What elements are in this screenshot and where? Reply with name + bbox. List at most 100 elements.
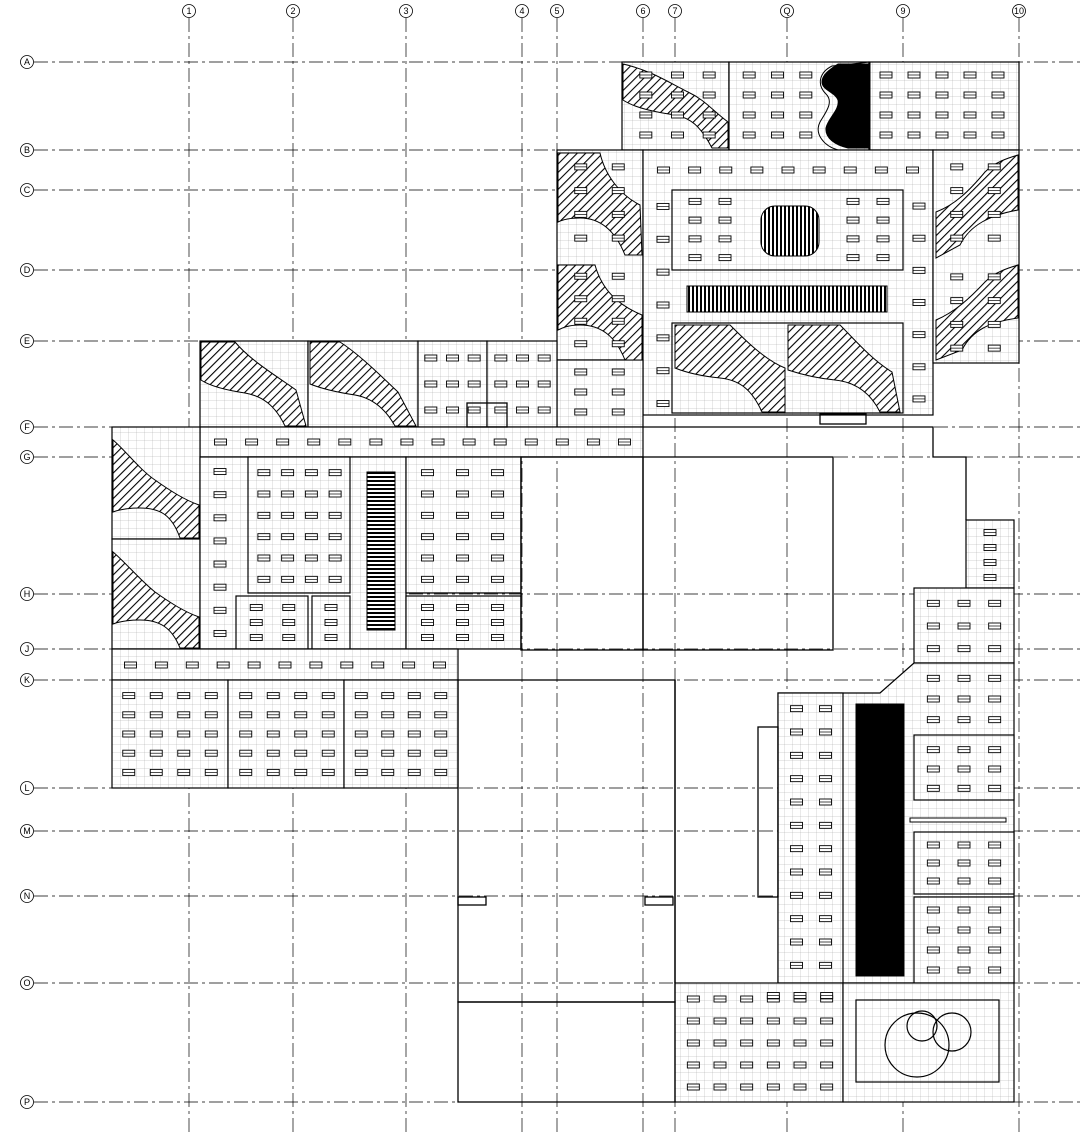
light-fixture — [907, 71, 921, 79]
light-fixture — [957, 674, 971, 682]
light-fixture — [328, 575, 342, 583]
light-fixture — [879, 111, 893, 119]
light-fixture — [177, 730, 191, 738]
light-fixture — [294, 749, 308, 757]
light-fixture — [574, 210, 588, 218]
light-fixture — [771, 111, 784, 119]
grid-row-label: G — [23, 452, 30, 462]
light-fixture — [702, 91, 716, 99]
light-fixture — [586, 438, 600, 446]
grid-column-label: 10 — [1014, 6, 1024, 16]
light-fixture — [713, 1017, 727, 1025]
light-fixture — [204, 768, 218, 776]
light-fixture — [790, 821, 803, 829]
light-fixture — [950, 210, 964, 218]
light-fixture — [491, 619, 504, 626]
light-fixture — [957, 695, 971, 703]
light-fixture — [407, 749, 421, 757]
light-fixture — [957, 599, 971, 607]
light-fixture — [294, 711, 308, 719]
light-fixture — [456, 619, 469, 626]
light-fixture — [574, 234, 588, 242]
light-fixture — [516, 354, 529, 362]
light-fixture — [950, 163, 964, 171]
light-fixture — [819, 775, 832, 783]
grid-column-label: 7 — [672, 6, 677, 16]
light-fixture — [819, 821, 832, 829]
grid-row-bubble — [20, 587, 34, 601]
light-fixture — [239, 768, 253, 776]
light-fixture — [926, 746, 940, 754]
light-fixture — [935, 91, 949, 99]
light-fixture — [790, 798, 803, 806]
light-fixture — [988, 906, 1002, 914]
striped-feature — [686, 285, 888, 313]
light-fixture — [819, 938, 832, 946]
light-fixture — [819, 868, 832, 876]
grid-row-label: D — [24, 265, 31, 275]
light-fixture — [294, 768, 308, 776]
light-fixture — [421, 619, 434, 626]
circle-feature-frame — [855, 999, 1000, 1083]
hatched-area — [674, 324, 786, 413]
light-fixture — [820, 1083, 834, 1091]
light-fixture — [983, 529, 997, 536]
light-fixture — [328, 533, 342, 541]
light-fixture — [257, 575, 271, 583]
light-fixture — [988, 784, 1002, 792]
light-fixture — [988, 645, 1002, 653]
ceiling-room — [235, 595, 309, 650]
light-fixture — [304, 554, 318, 562]
light-fixture — [213, 606, 227, 614]
light-fixture — [281, 469, 295, 477]
light-fixture — [876, 197, 890, 205]
light-fixture — [424, 380, 438, 388]
striped-features — [366, 205, 1007, 977]
hatched-area — [557, 152, 643, 256]
grid-row-label: C — [24, 185, 31, 195]
light-fixture — [574, 317, 588, 325]
grid-row-bubble — [20, 263, 34, 277]
light-fixture — [799, 71, 813, 79]
light-fixture — [793, 1061, 807, 1069]
light-fixture — [278, 661, 292, 669]
light-fixture — [793, 1017, 807, 1025]
light-fixture — [950, 273, 964, 281]
light-fixture — [771, 71, 784, 79]
light-fixture — [611, 234, 625, 242]
light-fixture — [354, 692, 368, 700]
light-fixture — [149, 768, 163, 776]
light-fixture — [790, 915, 803, 923]
light-fixture — [957, 966, 971, 974]
light-fixture — [381, 692, 395, 700]
light-fixture — [328, 469, 342, 477]
light-fixture — [987, 320, 1001, 328]
light-fixture — [239, 692, 253, 700]
light-fixture — [957, 765, 971, 773]
light-fixture — [494, 354, 508, 362]
light-fixture — [766, 1061, 780, 1069]
light-fixture — [846, 235, 860, 243]
light-fixture — [819, 751, 832, 759]
light-fixture — [434, 749, 448, 757]
light-fixture — [957, 746, 971, 754]
light-fixture — [249, 634, 263, 641]
light-fixture — [793, 1039, 807, 1047]
light-fixture — [988, 841, 1002, 849]
light-fixture — [987, 187, 1001, 195]
light-fixture — [446, 380, 459, 388]
light-fixture — [257, 533, 271, 541]
curved-feature-outline — [817, 61, 871, 151]
light-fixture — [574, 340, 588, 348]
light-fixture — [926, 784, 940, 792]
grid-row-label: K — [24, 675, 30, 685]
light-fixture — [381, 730, 395, 738]
light-fixture — [555, 438, 569, 446]
light-fixture — [434, 692, 448, 700]
grid-row-label: P — [24, 1097, 30, 1107]
light-fixture — [656, 400, 670, 408]
grid-row-label: F — [24, 422, 30, 432]
light-fixture — [304, 490, 318, 498]
grid-row-label: H — [24, 589, 31, 599]
light-fixture — [790, 961, 803, 969]
